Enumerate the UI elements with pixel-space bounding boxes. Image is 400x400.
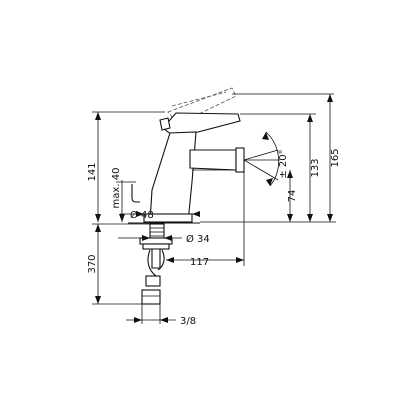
washer xyxy=(142,243,170,250)
arrow xyxy=(327,214,333,222)
dimension-diameter-48: Ø 48 xyxy=(120,209,200,221)
arrow xyxy=(307,214,313,222)
arrow xyxy=(287,170,293,178)
supply-hose xyxy=(151,248,161,269)
angle-arc xyxy=(265,131,279,187)
dim-141-label: 141 xyxy=(87,162,98,181)
dim-370-label: 370 xyxy=(87,254,98,273)
arrow xyxy=(166,257,174,263)
connection-nut xyxy=(141,289,161,305)
dim-74-label: 74 xyxy=(287,190,298,203)
arrow xyxy=(95,214,101,222)
arrow xyxy=(136,211,144,217)
dim-117-label: 117 xyxy=(190,257,209,268)
angle-ray xyxy=(243,149,279,161)
dimension-133: 133 xyxy=(240,113,321,222)
spout xyxy=(189,149,237,171)
dim-133-label: 133 xyxy=(310,158,321,177)
arrow xyxy=(142,235,150,241)
dimension-117: 117 xyxy=(166,172,245,268)
dimension-angle-20: ± 20° xyxy=(243,131,289,187)
arrow xyxy=(236,257,244,263)
arrow xyxy=(266,178,273,186)
arrow xyxy=(192,211,200,217)
dimension-165: 165 xyxy=(232,93,341,222)
spout-tip xyxy=(235,147,245,173)
dim-165-label: 165 xyxy=(330,148,341,167)
popup-rod xyxy=(131,184,140,203)
angle-ray xyxy=(243,159,279,181)
dimension-diameter-34: Ø 34 xyxy=(118,233,210,245)
hose-curve xyxy=(147,249,157,277)
arrow xyxy=(95,224,101,232)
lever-handle xyxy=(162,112,241,136)
dimension-370: 370 xyxy=(87,223,150,305)
handle-knob xyxy=(159,117,171,131)
dim-max-40-label: max. 40 xyxy=(111,168,122,209)
arrow xyxy=(307,114,313,122)
arrow xyxy=(160,317,168,323)
fitting-assembly xyxy=(139,223,173,305)
dimension-74: 74 xyxy=(287,170,298,222)
arrow xyxy=(327,94,333,102)
arrow xyxy=(119,214,125,222)
dimension-max-40: max. 40 xyxy=(111,168,136,222)
dim-48-label: Ø 48 xyxy=(130,209,154,221)
dim-20-label: ± 20° xyxy=(278,149,289,178)
dim-3-8-label: 3/8 xyxy=(180,316,196,327)
dimension-3-8: 3/8 xyxy=(126,304,196,327)
arrow xyxy=(287,214,293,222)
arrow xyxy=(95,296,101,304)
hose-curve-2 xyxy=(157,249,165,271)
main-body xyxy=(149,131,197,223)
dimension-141: 141 xyxy=(87,111,165,222)
faucet-body xyxy=(128,87,245,224)
arrow xyxy=(95,112,101,120)
arrow xyxy=(134,317,142,323)
hose-ferrule xyxy=(145,275,161,287)
arrow xyxy=(164,235,172,241)
arrow xyxy=(262,132,269,140)
handle-open-line xyxy=(171,91,227,107)
dim-34-label: Ø 34 xyxy=(186,233,210,245)
